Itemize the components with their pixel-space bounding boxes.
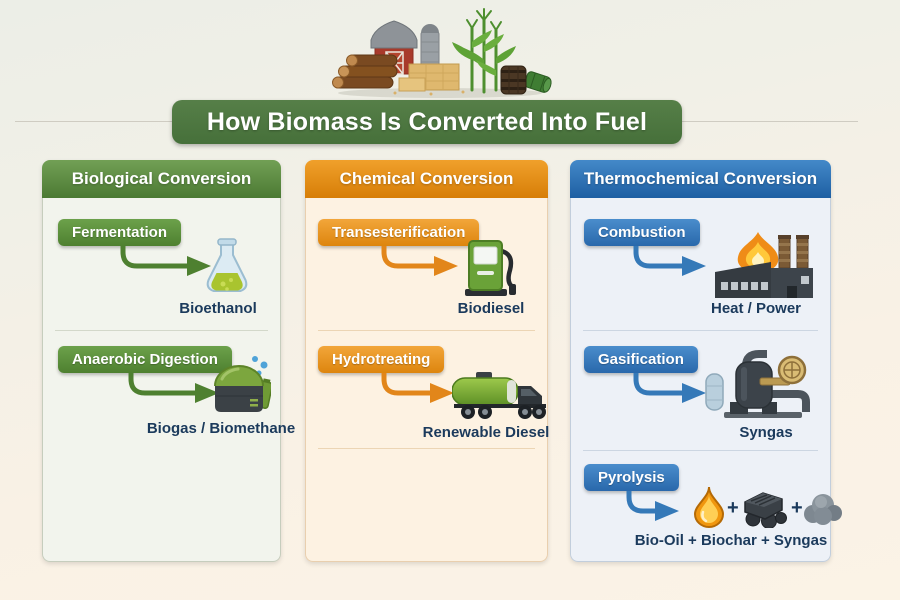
column-header-biological: Biological Conversion: [42, 160, 281, 198]
product-label-syngas: Syngas: [739, 424, 793, 441]
barrel-icon: [500, 65, 552, 95]
logs-icon: [332, 54, 398, 89]
fuel-pump-icon: [465, 240, 516, 296]
flow-arrow: [120, 246, 211, 276]
flow-arrow: [381, 373, 454, 403]
column-chemical-conversion: Chemical Conversion Transesterification …: [305, 160, 549, 562]
flask-icon: [206, 238, 248, 292]
column-header-thermochemical: Thermochemical Conversion: [570, 160, 831, 198]
flow-arrow: [626, 491, 679, 521]
syngas-cloud-icon: [804, 494, 842, 525]
factory-fire-icon: [715, 232, 813, 298]
column-biological-conversion: Biological Conversion Fermentation Bioet…: [42, 160, 295, 562]
process-button-anaerobic-digestion: Anaerobic Digestion: [58, 346, 232, 373]
plus-separator: +: [791, 497, 803, 519]
process-button-hydrotreating: Hydrotreating: [318, 346, 445, 373]
page-title: How Biomass Is Converted Into Fuel: [172, 100, 682, 144]
column-body-thermochemical: Combustion Heat / Powe: [570, 198, 842, 562]
product-label-biogas-biomethane: Biogas / Biomethane: [146, 420, 296, 437]
farm-biomass-illustration: [332, 8, 552, 98]
flow-arrow: [128, 373, 219, 403]
digester-icon: [214, 356, 271, 412]
product-label-heat-power: Heat / Power: [710, 300, 802, 317]
silo-icon: [420, 24, 440, 71]
section-divider: [55, 330, 268, 331]
column-body-biological: Fermentation Bioethanol Anaerobic Digest…: [42, 198, 295, 562]
section-divider: [583, 450, 818, 451]
biochar-icon: [744, 492, 787, 528]
product-label-bio-oil-biochar-syngas: Bio-Oil + Biochar + Syngas: [634, 532, 828, 549]
process-button-gasification: Gasification: [584, 346, 698, 373]
corn-stalks-icon: [452, 8, 516, 94]
column-thermochemical-conversion: Thermochemical Conversion Combustion: [570, 160, 842, 562]
product-label-biodiesel: Biodiesel: [457, 300, 525, 317]
process-button-fermentation: Fermentation: [58, 219, 182, 246]
hay-bales-icon: [393, 63, 465, 96]
plus-separator: +: [727, 497, 739, 519]
tanker-truck-icon: [452, 372, 546, 419]
flow-arrow: [381, 246, 458, 276]
flow-arrow: [633, 246, 706, 276]
section-divider: [318, 448, 535, 449]
process-button-transesterification: Transesterification: [318, 219, 480, 246]
product-label-renewable-diesel: Renewable Diesel: [422, 424, 550, 441]
column-body-chemical: Transesterification Biodiesel Hydrotreat…: [305, 198, 549, 562]
column-header-chemical: Chemical Conversion: [305, 160, 548, 198]
flow-arrow: [633, 373, 706, 403]
gasifier-icon: [705, 350, 810, 418]
product-label-bioethanol: Bioethanol: [179, 300, 257, 317]
oil-drop-icon: [693, 486, 725, 528]
process-button-pyrolysis: Pyrolysis: [584, 464, 679, 491]
section-divider: [318, 330, 535, 331]
section-divider: [583, 330, 818, 331]
process-button-combustion: Combustion: [584, 219, 700, 246]
